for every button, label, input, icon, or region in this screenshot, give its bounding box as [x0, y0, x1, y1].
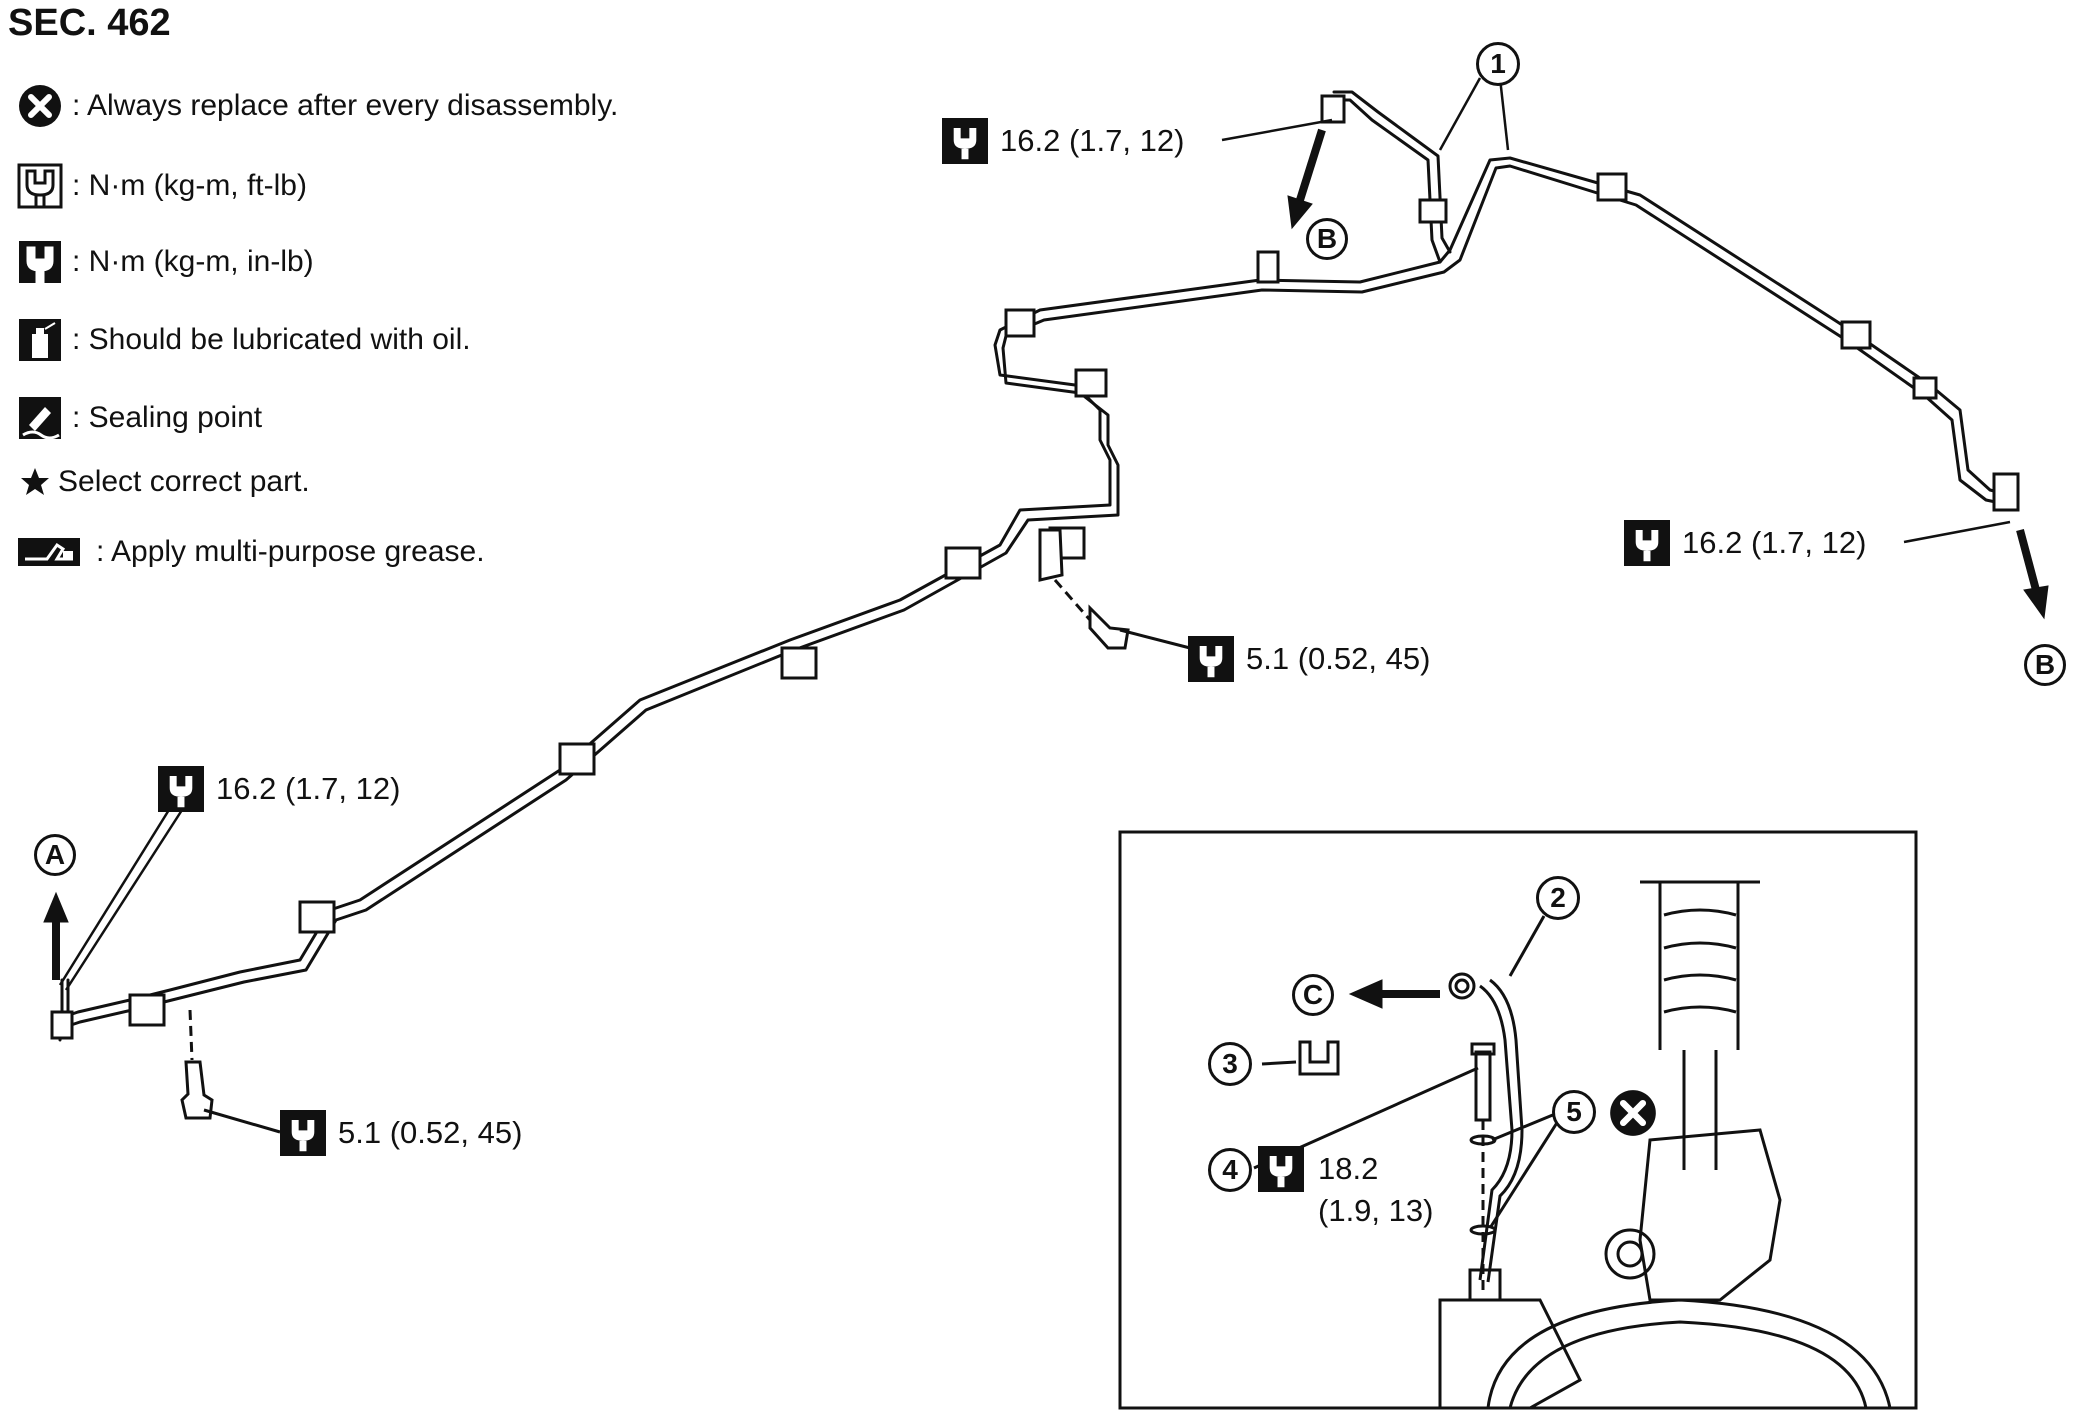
replace-x-icon [1608, 1088, 1658, 1143]
legend-text: : Should be lubricated with oil. [72, 323, 471, 356]
reference-label-a: A [34, 834, 76, 876]
inset-frame [1118, 830, 1918, 1410]
torque-value: 16.2 (1.7, 12) [216, 771, 401, 806]
callout-2: 2 [1536, 876, 1580, 920]
section-title: SEC. 462 [8, 2, 171, 44]
tube-clip [298, 900, 336, 934]
replace-x-icon [16, 82, 64, 130]
torque-value: 5.1 (0.52, 45) [338, 1115, 523, 1150]
legend-item-select-part: Select correct part. [18, 460, 310, 504]
torque-value: 16.2 (1.7, 12) [1000, 123, 1185, 158]
reference-label-c: C [1292, 974, 1334, 1016]
torque-wrench-filled-icon [16, 238, 64, 286]
brake-caliper [1438, 1298, 1582, 1410]
tube-clip [944, 546, 982, 580]
tube-clip [558, 742, 596, 776]
legend-item-torque-inlb: : N·m (kg-m, in-lb) [16, 240, 314, 284]
callout-3: 3 [1208, 1042, 1252, 1086]
legend-text: : Sealing point [72, 401, 263, 434]
torque-wrench-filled-icon [942, 118, 988, 164]
reference-label-b-right: B [2024, 644, 2066, 686]
tube-clip [1418, 198, 1448, 224]
torque-value: 5.1 (0.52, 45) [1246, 641, 1431, 676]
grease-gun-icon [16, 528, 82, 576]
tube-clip [1596, 172, 1628, 202]
brake-rotor [1486, 1298, 1892, 1409]
tube-clip [780, 646, 818, 680]
reference-label-b-top: B [1306, 218, 1348, 260]
tube-clip [1074, 368, 1108, 398]
tube-connector [1320, 94, 1346, 124]
legend-text: : Always replace after every disassembly… [72, 89, 619, 122]
hose-fitting [1448, 972, 1476, 1000]
strut-rod [1682, 1050, 1718, 1170]
clip-bolt [1088, 604, 1130, 650]
torque-spec-clip-bolt-left: 5.1 (0.52, 45) [280, 1110, 522, 1156]
callout-5: 5 [1552, 1090, 1596, 1134]
strut-boot [1658, 882, 1740, 1050]
legend-text: : N·m (kg-m, ft-lb) [72, 169, 307, 202]
torque-wrench-icon [16, 162, 64, 210]
lock-plate [1298, 1040, 1340, 1076]
legend-item-torque-ftlb: : N·m (kg-m, ft-lb) [16, 162, 307, 210]
tube-connector [50, 1010, 74, 1040]
torque-wrench-filled-icon [1188, 636, 1234, 682]
inset-torque-line1: 18.2 [1318, 1151, 1379, 1186]
torque-wrench-filled-icon [1258, 1146, 1304, 1192]
knuckle-bolt [1604, 1228, 1656, 1280]
callout-4: 4 [1208, 1148, 1252, 1192]
tube-clip [1256, 250, 1280, 284]
union-bolt [1474, 1050, 1492, 1122]
callout-1: 1 [1476, 42, 1520, 86]
legend-item-sealing: : Sealing point [16, 396, 262, 440]
torque-value: 16.2 (1.7, 12) [1682, 525, 1867, 560]
torque-wrench-filled-icon [158, 766, 204, 812]
legend-text: Select correct part. [58, 465, 310, 498]
torque-spec-front-left: 16.2 (1.7, 12) [158, 766, 400, 812]
torque-wrench-filled-icon [1624, 520, 1670, 566]
tube-clip [128, 993, 166, 1027]
clip-bolt [180, 1060, 214, 1120]
oil-can-icon [16, 316, 64, 364]
copper-washer [1469, 1224, 1497, 1236]
tube-connector [1992, 472, 2020, 512]
star-icon [18, 458, 52, 506]
brake-tube-main-inner [58, 164, 2012, 1042]
legend-item-oil: : Should be lubricated with oil. [16, 318, 471, 362]
torque-wrench-filled-icon [280, 1110, 326, 1156]
brake-tube-main [58, 156, 2012, 1032]
legend-text: : Apply multi-purpose grease. [96, 535, 485, 568]
legend-item-replace: : Always replace after every disassembly… [16, 84, 618, 128]
clip-bracket [1038, 528, 1064, 582]
tube-clip [1004, 308, 1036, 338]
legend-text: : N·m (kg-m, in-lb) [72, 245, 314, 278]
tube-clip [1840, 320, 1872, 350]
torque-spec-top: 16.2 (1.7, 12) [942, 118, 1184, 164]
legend-item-grease: : Apply multi-purpose grease. [16, 530, 485, 574]
knuckle [1638, 1128, 1782, 1302]
torque-spec-right: 16.2 (1.7, 12) [1624, 520, 1866, 566]
inset-torque-spec: 18.2 (1.9, 13) [1318, 1148, 1433, 1232]
torque-spec-clip-bolt-mid: 5.1 (0.52, 45) [1188, 636, 1430, 682]
sealing-point-icon [16, 394, 64, 442]
brake-hose [1478, 984, 1514, 1281]
tube-clip [1912, 376, 1938, 400]
inset-torque-line2: (1.9, 13) [1318, 1193, 1434, 1228]
